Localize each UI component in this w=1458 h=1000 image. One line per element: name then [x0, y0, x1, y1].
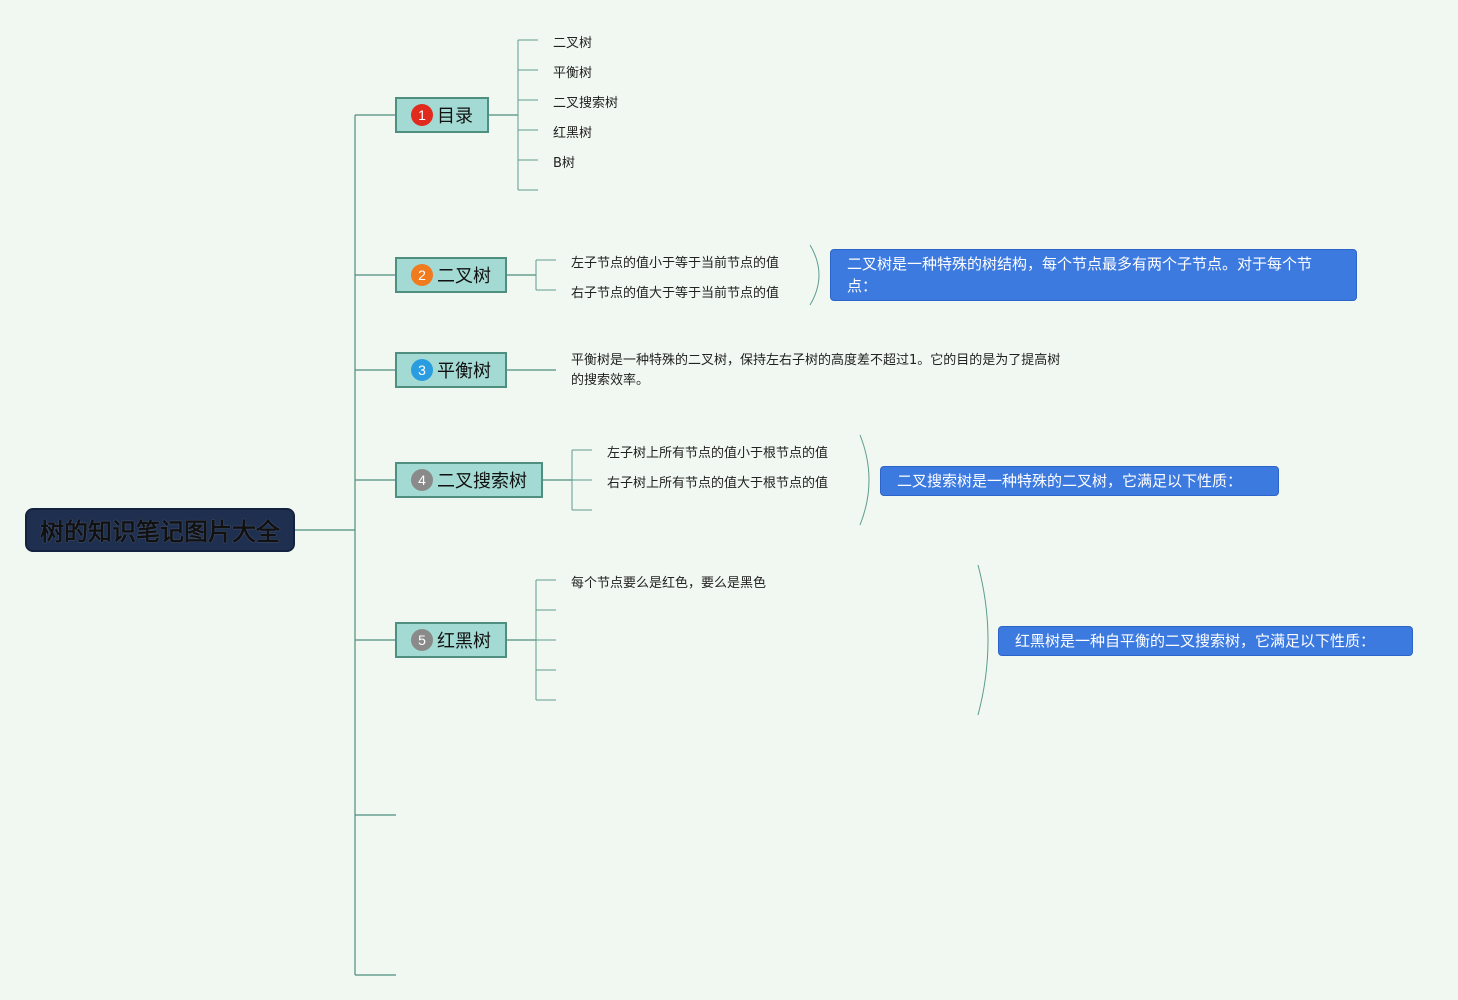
number-2-icon: 2: [411, 264, 433, 286]
binary-tree-note[interactable]: 二叉树是一种特殊的树结构，每个节点最多有两个子节点。对于每个节点：: [830, 249, 1357, 301]
branch-toc[interactable]: 1 目录: [395, 97, 489, 133]
number-1-icon: 1: [411, 104, 433, 126]
branch-red-black-tree[interactable]: 5 红黑树: [395, 622, 507, 658]
branch-label: 红黑树: [437, 631, 491, 652]
list-item[interactable]: 二叉树: [553, 36, 593, 51]
red-black-tree-note[interactable]: 红黑树是一种自平衡的二叉搜索树，它满足以下性质：: [998, 626, 1413, 656]
list-item[interactable]: 左子树上所有节点的值小于根节点的值: [607, 446, 829, 461]
list-item[interactable]: 二叉搜索树: [553, 96, 619, 111]
root-topic[interactable]: 树的知识笔记图片大全: [25, 508, 295, 552]
list-item[interactable]: 左子节点的值小于等于当前节点的值: [571, 256, 780, 271]
list-item[interactable]: 每个节点要么是红色，要么是黑色: [571, 576, 767, 591]
branch-label: 二叉树: [437, 266, 491, 287]
number-5-icon: 5: [411, 629, 433, 651]
branch-label: 平衡树: [437, 361, 491, 382]
branch-balanced-tree[interactable]: 3 平衡树: [395, 352, 507, 388]
branch-binary-tree[interactable]: 2 二叉树: [395, 257, 507, 293]
list-item[interactable]: 右子树上所有节点的值大于根节点的值: [607, 476, 829, 491]
branch-label: 目录: [437, 106, 473, 127]
balanced-tree-description[interactable]: 平衡树是一种特殊的二叉树，保持左右子树的高度差不超过1。它的目的是为了提高树的搜…: [571, 353, 1061, 388]
number-4-icon: 4: [411, 469, 433, 491]
branch-binary-search-tree[interactable]: 4 二叉搜索树: [395, 462, 543, 498]
number-3-icon: 3: [411, 359, 433, 381]
list-item[interactable]: 平衡树: [553, 66, 593, 81]
list-item[interactable]: B树: [553, 156, 575, 171]
branch-label: 二叉搜索树: [437, 471, 527, 492]
binary-search-tree-note[interactable]: 二叉搜索树是一种特殊的二叉树，它满足以下性质：: [880, 466, 1279, 496]
list-item[interactable]: 右子节点的值大于等于当前节点的值: [571, 286, 780, 301]
list-item[interactable]: 红黑树: [553, 126, 593, 141]
